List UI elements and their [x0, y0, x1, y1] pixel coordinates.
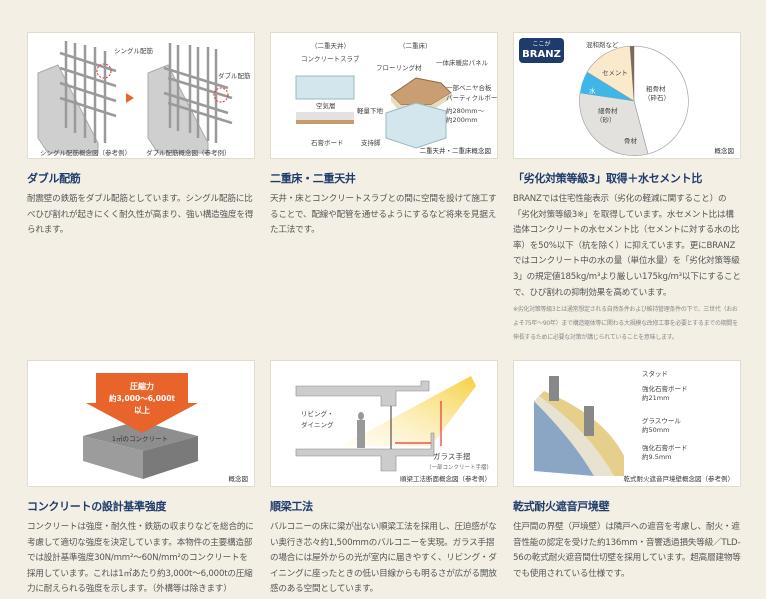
- room-label-2: ダイニング: [301, 420, 334, 429]
- board2-label: 強化石膏ボード: [642, 443, 688, 452]
- slice-cement: [586, 45, 635, 102]
- hanger-label: 軽量下地: [357, 106, 384, 115]
- block-label: 1㎡のコンクリート: [112, 434, 168, 443]
- arrow-down-icon: [86, 373, 198, 433]
- single-caption: シングル配筋概念図（参考例）: [40, 148, 131, 157]
- concrete-strength-figure: 圧縮力 約3,000～6,000t 以上 1㎡のコンクリート 概念図: [27, 360, 255, 487]
- card-body: 耐震壁の鉄筋をダブル配筋としています。シングル配筋に比べひび割れが起きにくく耐久…: [27, 194, 254, 236]
- card-footnote: ※劣化対策等級3とは通常想定される自然条件および維持管理条件の下で、三世代（おお…: [513, 306, 738, 342]
- figure-caption: 概念図: [228, 475, 249, 483]
- board1-label: 強化石膏ボード: [642, 384, 688, 393]
- rail-label: ガラス手摺: [433, 451, 470, 461]
- flooring-label: フローリング材: [376, 63, 422, 72]
- card-title: 順梁工法: [270, 500, 313, 513]
- figure-caption: 乾式耐火遮音戸境壁概念図（参考例）: [623, 475, 735, 483]
- panel-label: 一体床暖房パネル: [436, 58, 489, 67]
- double-floor-figure: （二重天井） コンクリートスラブ 空気層 軽量下地 石膏ボード （二重床） フロ…: [270, 32, 498, 159]
- upright-beam-figure: リビング・ ダイニング ガラス手摺 （一部コンクリート手摺） 順梁工法断面概念図…: [270, 360, 498, 487]
- height-label-2: 約200mm: [446, 115, 478, 124]
- badge-top: ここが: [532, 41, 551, 48]
- concrete-pie-figure: ここが BRANZ 混和剤など セメント 水 粗骨材 （砕石） 細骨材 （砂） …: [513, 32, 741, 159]
- wool-thickness: 約50mm: [642, 425, 669, 434]
- figure-caption: 概念図: [714, 147, 735, 155]
- card-title: コンクリートの設計基準強度: [27, 500, 167, 513]
- double-rebar-figure: シングル配筋 ダブル配筋 シングル配筋概念図（参考例） ダブル配筋概念図（参考例…: [27, 32, 255, 159]
- ceiling-label: （二重天井）: [311, 41, 350, 50]
- card-fire-wall: スタッド 強化石膏ボード 約21mm グラスウール 約50mm 強化石膏ボード …: [513, 360, 741, 582]
- fine-label: 細骨材: [598, 106, 618, 115]
- slice-admixture: [630, 45, 634, 101]
- coarse-sub-label: （砕石）: [644, 93, 670, 102]
- force-label: 圧縮力: [130, 381, 154, 391]
- triangle-right-icon: [126, 93, 134, 103]
- card-body: バルコニーの床に梁が出ない順梁工法を採用し、圧迫感がない奥行き芯々約1,500m…: [270, 522, 497, 595]
- rail-sub-label: （一部コンクリート手摺）: [426, 463, 492, 471]
- slice-water: [580, 72, 634, 101]
- room-label-1: リビング・: [301, 409, 334, 418]
- slab-label: コンクリートスラブ: [301, 54, 360, 63]
- double-caption: ダブル配筋概念図（参考例）: [146, 148, 231, 157]
- rebar-illustration: シングル配筋 ダブル配筋 シングル配筋概念図（参考例） ダブル配筋概念図（参考例…: [37, 41, 251, 157]
- double-rebar-label: ダブル配筋: [218, 71, 251, 80]
- card-title: 乾式耐火遮音戸境壁: [513, 500, 610, 513]
- card-concrete-strength: 圧縮力 約3,000～6,000t 以上 1㎡のコンクリート 概念図 コンクリー…: [27, 360, 255, 598]
- wool-label: グラスウール: [642, 416, 681, 425]
- card-body: 天井・床とコンクリートスラブとの間に空間を設けて施工することで、配線や配管を通せ…: [270, 194, 497, 236]
- card-double-floor: （二重天井） コンクリートスラブ 空気層 軽量下地 石膏ボード （二重床） フロ…: [270, 32, 498, 239]
- branz-badge: ここが BRANZ: [519, 38, 564, 63]
- cement-label: セメント: [602, 69, 628, 77]
- air-label: 空気層: [316, 101, 336, 110]
- leg-label: 支持脚: [361, 138, 381, 147]
- height-label-1: 約280mm～: [446, 106, 485, 115]
- force-suffix: 以上: [134, 405, 150, 415]
- compression-illustration: 圧縮力 約3,000～6,000t 以上 1㎡のコンクリート: [83, 373, 198, 479]
- single-rebar-label: シングル配筋: [114, 46, 154, 55]
- wall-illustration: スタッド 強化石膏ボード 約21mm グラスウール 約50mm 強化石膏ボード …: [534, 369, 688, 476]
- card-body: 住戸間の界壁（戸境壁）は隣戸への遮音を考慮し、耐火・遮音性能の認定を受けた約13…: [513, 522, 741, 579]
- badge-main: BRANZ: [522, 49, 561, 60]
- card-body: コンクリートは強度・耐久性・鉄筋の収まりなどを総合的に考慮して適切な強度を決定し…: [27, 522, 254, 595]
- fire-wall-figure: スタッド 強化石膏ボード 約21mm グラスウール 約50mm 強化石膏ボード …: [513, 360, 741, 487]
- particle-label: パーティクルボード: [446, 94, 498, 102]
- card-title: 二重床・二重天井: [270, 172, 356, 185]
- admixture-label: 混和剤など: [586, 40, 619, 49]
- gypsum-label: 石膏ボード: [311, 138, 344, 147]
- water-label: 水: [589, 86, 596, 95]
- card-title: ダブル配筋: [27, 172, 81, 185]
- coarse-label: 粗骨材: [646, 84, 666, 93]
- figure-caption: 順梁工法断面概念図（参考例）: [400, 475, 491, 483]
- card-double-rebar: シングル配筋 ダブル配筋 シングル配筋概念図（参考例） ダブル配筋概念図（参考例…: [27, 32, 255, 239]
- card-body: BRANZでは住宅性能表示（劣化の軽減に関すること）の「劣化対策等級3※」を取得…: [513, 194, 741, 298]
- board1-thickness: 約21mm: [642, 393, 669, 402]
- board2-thickness: 約9.5mm: [642, 452, 672, 461]
- floor-illustration: （二重天井） コンクリートスラブ 空気層 軽量下地 石膏ボード （二重床） フロ…: [295, 41, 498, 149]
- aggregate-label: 骨材: [624, 136, 638, 145]
- floor-label: （二重床）: [399, 41, 432, 50]
- pie-chart: 混和剤など セメント 水 粗骨材 （砕石） 細骨材 （砂） 骨材: [579, 40, 689, 156]
- card-upright-beam: リビング・ ダイニング ガラス手摺 （一部コンクリート手摺） 順梁工法断面概念図…: [270, 360, 498, 598]
- beam-section-illustration: リビング・ ダイニング ガラス手摺 （一部コンクリート手摺）: [295, 376, 492, 472]
- figure-caption: 二重天井・二重床概念図: [419, 147, 492, 155]
- fine-sub-label: （砂）: [596, 115, 616, 124]
- card-degradation-grade: ここが BRANZ 混和剤など セメント 水 粗骨材 （砕石） 細骨材 （砂） …: [513, 32, 741, 345]
- force-value: 約3,000～6,000t: [109, 393, 175, 403]
- card-title: 「劣化対策等級3」取得＋水セメント比: [513, 172, 703, 185]
- plywood-label: 一部ベニヤ合板: [446, 83, 492, 92]
- slice-fine: [579, 92, 649, 156]
- slice-coarse: [633, 45, 689, 155]
- stud-label: スタッド: [642, 369, 668, 378]
